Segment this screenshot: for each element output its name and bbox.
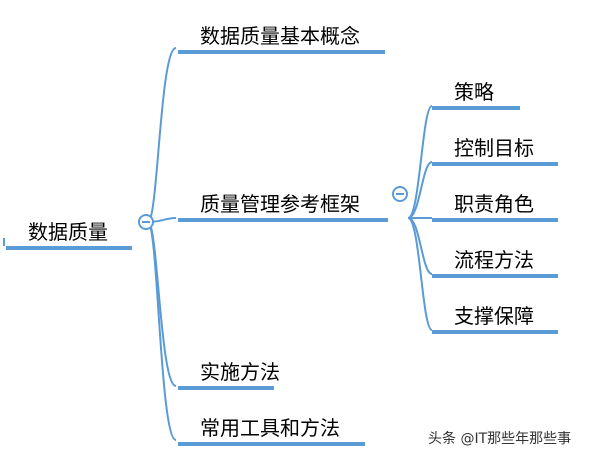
branch-underline (178, 386, 274, 390)
branch-underline (178, 442, 365, 446)
sub-node-control-target[interactable]: 控制目标 (432, 122, 558, 166)
root-collapse-button[interactable] (138, 214, 154, 230)
branch-node-implementation[interactable]: 实施方法 (178, 346, 280, 390)
sub-label: 策略 (454, 80, 494, 104)
sub-node-roles[interactable]: 职责角色 (432, 178, 558, 222)
sub-label: 控制目标 (454, 136, 534, 160)
branch-node-concept[interactable]: 数据质量基本概念 (178, 10, 385, 54)
root-label: 数据质量 (28, 220, 108, 244)
sub-node-support[interactable]: 支撑保障 (432, 290, 558, 334)
root-node[interactable]: 数据质量 (6, 206, 132, 250)
branch-node-tools[interactable]: 常用工具和方法 (178, 402, 365, 446)
branch-underline (178, 50, 385, 54)
sub-node-strategy[interactable]: 策略 (432, 66, 520, 110)
root-underline (6, 246, 132, 250)
sub-label: 流程方法 (454, 248, 534, 272)
branch-label: 常用工具和方法 (200, 416, 340, 440)
sub-label: 职责角色 (454, 192, 534, 216)
watermark-text: 头条 @IT那些年那些事 (428, 431, 572, 447)
sub-underline (432, 330, 558, 334)
sub-node-process[interactable]: 流程方法 (432, 234, 558, 278)
framework-collapse-button[interactable] (392, 186, 408, 202)
branch-underline (178, 218, 388, 222)
sub-underline (432, 218, 558, 222)
sub-underline (432, 106, 520, 110)
sub-underline (432, 274, 558, 278)
branch-label: 数据质量基本概念 (200, 24, 360, 48)
branch-label: 实施方法 (200, 360, 280, 384)
sub-label: 支撑保障 (454, 304, 534, 328)
sub-underline (432, 162, 558, 166)
branch-label: 质量管理参考框架 (200, 192, 360, 216)
branch-node-framework[interactable]: 质量管理参考框架 (178, 178, 388, 222)
